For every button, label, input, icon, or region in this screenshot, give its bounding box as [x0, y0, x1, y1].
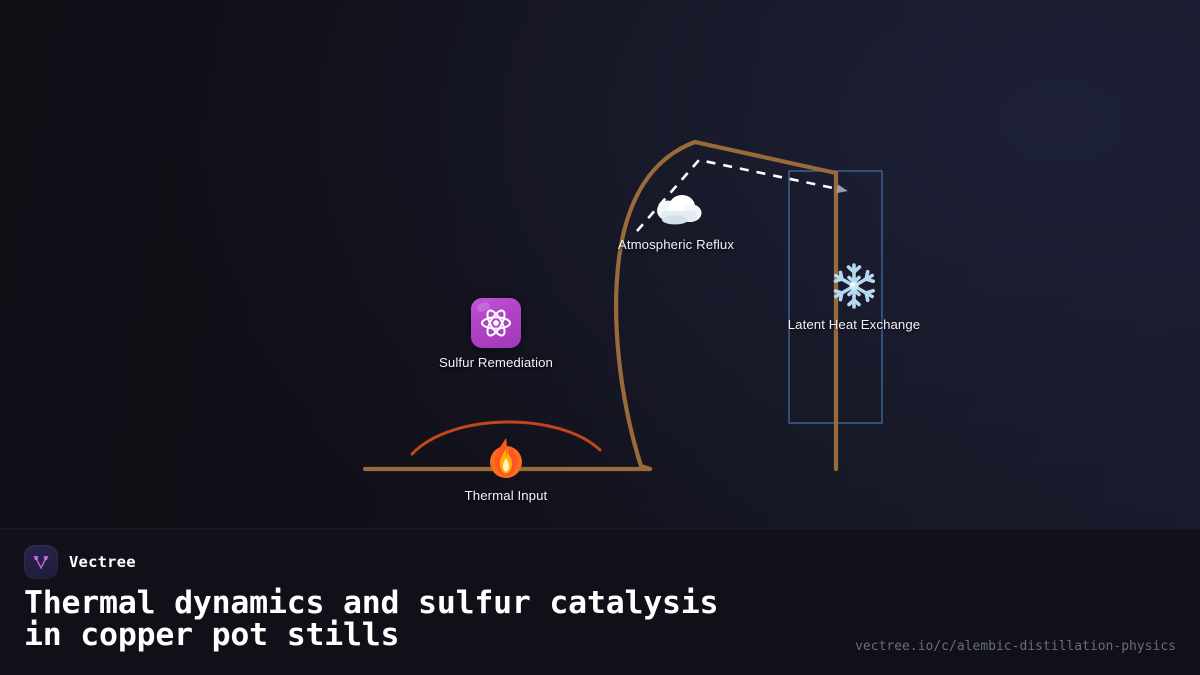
heat-arc [410, 420, 602, 456]
cloud-icon [649, 190, 703, 230]
diagram-canvas: Sulfur Remediation Atmospheric Reflux [0, 0, 1200, 528]
vapor-flow-path [636, 158, 848, 232]
footer-url: vectree.io/c/alembic-distillation-physic… [855, 639, 1176, 654]
flame-icon [483, 435, 529, 481]
pot-still-body [614, 139, 698, 472]
node-label: Sulfur Remediation [439, 355, 553, 370]
node-atmospheric-reflux[interactable]: Atmospheric Reflux [566, 190, 786, 252]
card-footer: Vectree Thermal dynamics and sulfur cata… [0, 528, 1200, 675]
node-label: Latent Heat Exchange [787, 317, 921, 332]
brand-name: Vectree [69, 553, 136, 571]
brand[interactable]: Vectree [24, 545, 136, 579]
node-label: Thermal Input [464, 488, 548, 503]
snowflake-icon [830, 262, 878, 310]
node-sulfur-remediation[interactable]: Sulfur Remediation [386, 298, 606, 370]
page-title: Thermal dynamics and sulfur catalysis in… [24, 585, 719, 653]
lyne-arm [692, 139, 839, 176]
node-latent-heat-exchange[interactable]: Latent Heat Exchange [744, 262, 964, 332]
atom-icon [471, 298, 521, 348]
vectree-v-mark-icon [24, 545, 58, 579]
node-thermal-input[interactable]: Thermal Input [396, 435, 616, 503]
node-label: Atmospheric Reflux [617, 237, 735, 252]
still-schematic [362, 139, 883, 472]
